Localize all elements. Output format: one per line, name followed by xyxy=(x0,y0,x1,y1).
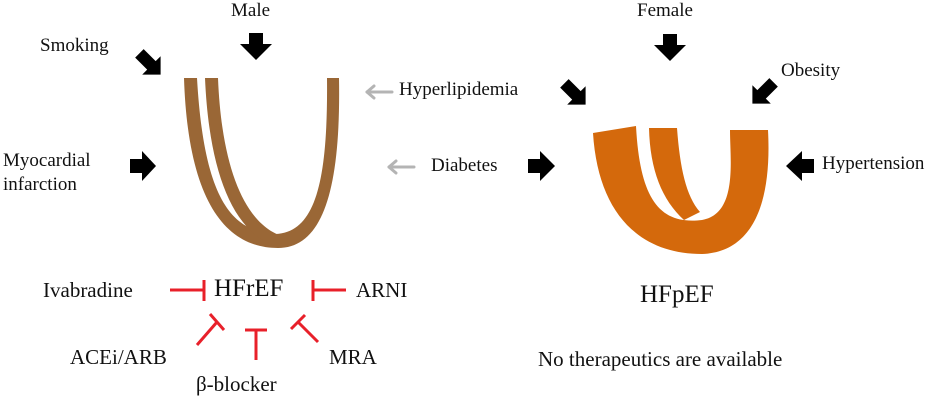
risk-factor-female: Female xyxy=(637,0,693,21)
myocardial-infarction-arrow-icon xyxy=(130,151,156,181)
therapeutic-ivabradine: Ivabradine xyxy=(43,278,133,302)
risk-factor-myocardial-infarction-line1: Myocardial xyxy=(3,150,91,171)
obesity-arrow-icon xyxy=(752,78,778,104)
hfpef-label: HFpEF xyxy=(640,281,714,308)
hfpef-heart xyxy=(593,126,769,254)
beta-blocker-inhibition-icon xyxy=(245,328,267,360)
hfpef-note: No therapeutics are available xyxy=(538,347,783,371)
female-arrow-icon xyxy=(654,34,686,61)
risk-factor-obesity: Obesity xyxy=(781,60,841,81)
diabetes-arrow-icon xyxy=(528,151,555,181)
gray-arrow-hyperlipidemia-icon xyxy=(365,84,394,100)
therapeutic-arni: ARNI xyxy=(356,278,408,302)
therapeutic-beta-blocker: β-blocker xyxy=(196,372,277,396)
acei-arb-inhibition-icon xyxy=(195,313,226,346)
hfref-heart xyxy=(184,78,340,248)
hyperlipidemia-arrow-icon xyxy=(560,79,586,105)
hfref-heart-outer-wall xyxy=(184,78,340,248)
risk-factor-myocardial-infarction-line2: infarction xyxy=(3,174,77,195)
risk-factor-diabetes: Diabetes xyxy=(431,155,498,176)
risk-factor-smoking: Smoking xyxy=(40,35,109,56)
gray-arrow-diabetes-icon xyxy=(387,159,416,175)
hfpef-heart-outer-wall xyxy=(593,126,769,254)
risk-factor-hypertension: Hypertension xyxy=(822,153,925,174)
hypertension-arrow-icon xyxy=(786,151,814,181)
therapeutic-mra: MRA xyxy=(329,345,377,369)
hfref-label: HFrEF xyxy=(214,275,284,302)
ivabradine-inhibition-icon xyxy=(170,280,206,301)
risk-factor-male: Male xyxy=(231,0,271,21)
smoking-arrow-icon xyxy=(135,49,161,75)
risk-factor-hyperlipidemia: Hyperlipidemia xyxy=(399,79,519,100)
arni-inhibition-icon xyxy=(311,280,346,301)
male-arrow-icon xyxy=(240,33,272,60)
hfref-heart-inner-wall xyxy=(205,78,290,246)
therapeutic-acei-arb: ACEi/ARB xyxy=(70,345,167,369)
mra-inhibition-icon xyxy=(289,313,320,344)
hfpef-heart-septum xyxy=(649,128,700,220)
